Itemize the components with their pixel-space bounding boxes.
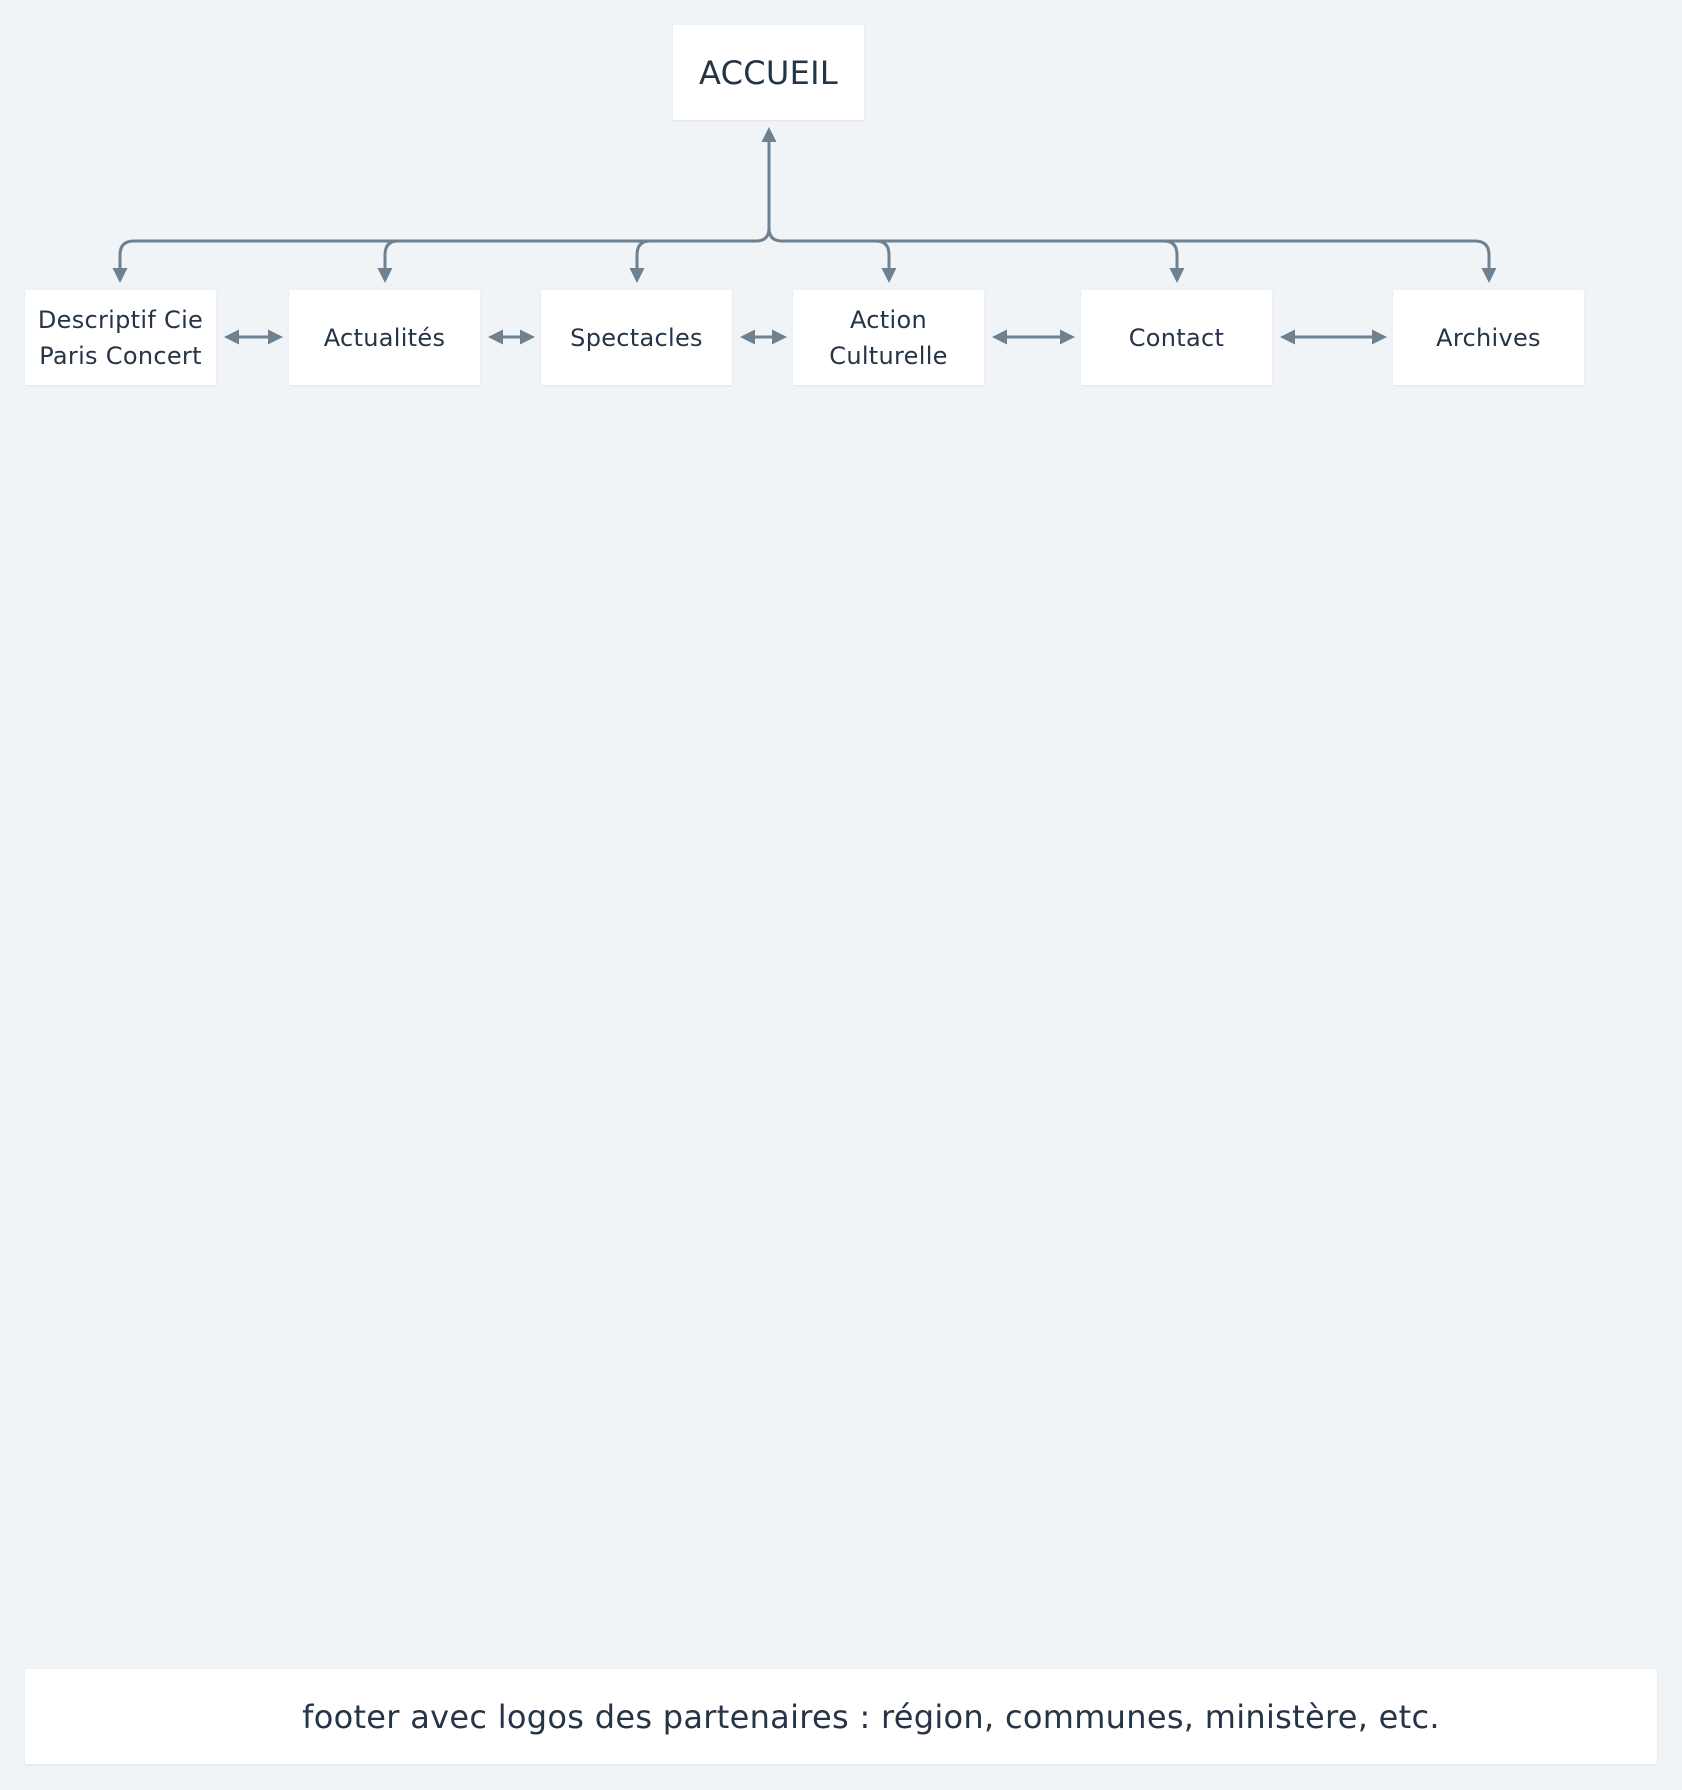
- node-descriptif-cie-label: Descriptif Cie Paris Concert: [37, 306, 204, 370]
- node-accueil[interactable]: ACCUEIL: [673, 25, 864, 120]
- footer-label: footer avec logos des partenaires : régi…: [302, 1697, 1440, 1736]
- node-contact-label: Contact: [1128, 323, 1225, 352]
- node-accueil-label: ACCUEIL: [698, 53, 839, 92]
- connector-branch-spectacles: [629, 239, 651, 283]
- connector-branch-contact: [1163, 239, 1185, 283]
- node-actualites[interactable]: Actualités: [289, 290, 480, 385]
- node-action-culturelle[interactable]: Action Culturelle: [793, 290, 984, 385]
- connector-root-trunk: [767, 227, 1497, 283]
- node-archives[interactable]: Archives: [1393, 290, 1584, 385]
- node-archives-label: Archives: [1436, 323, 1541, 352]
- node-spectacles[interactable]: Spectacles: [541, 290, 732, 385]
- node-descriptif-cie[interactable]: Descriptif Cie Paris Concert: [25, 290, 216, 385]
- node-spectacles-label: Spectacles: [570, 323, 703, 352]
- node-action-culturelle-label: Action Culturelle: [829, 306, 948, 370]
- connector-branch-descriptif: [112, 227, 771, 283]
- footer-node[interactable]: footer avec logos des partenaires : régi…: [25, 1669, 1657, 1764]
- node-actualites-label: Actualités: [323, 323, 446, 352]
- node-contact[interactable]: Contact: [1081, 290, 1272, 385]
- connector-branch-action-culturelle: [875, 239, 897, 283]
- connector-branch-actualites: [377, 239, 399, 283]
